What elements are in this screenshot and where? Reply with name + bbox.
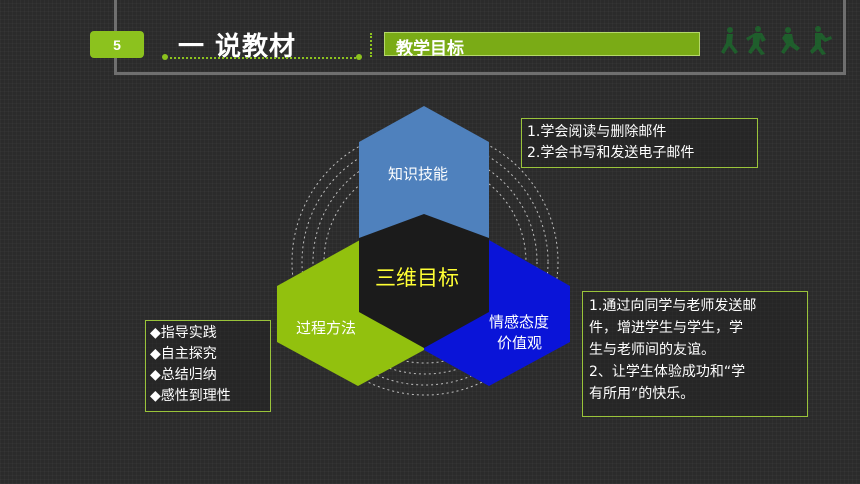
frame-horizontal [114, 72, 846, 75]
subtitle-divider [370, 33, 372, 57]
slide-number-badge: 5 [90, 31, 144, 58]
process-goal-item: ◆感性到理性 [150, 388, 231, 404]
knowledge-goals-box: 1.学会阅读与删除邮件 2.学会书写和发送电子邮件 [521, 118, 758, 168]
orbit-ring [301, 138, 549, 386]
center-hexagon [359, 214, 489, 348]
title-underline [165, 57, 360, 59]
emotion-goal-line: 有所用”的快乐。 [589, 386, 695, 402]
emotion-goal-line: 生与老师间的友谊。 [589, 342, 715, 358]
process-goals-box: ◆指导实践 ◆自主探究 ◆总结归纳 ◆感性到理性 [145, 320, 271, 412]
subsection-banner [384, 32, 700, 56]
frame-vertical-right [843, 0, 846, 74]
process-goal-item: ◆指导实践 [150, 325, 217, 341]
knowledge-goal-item: 2.学会书写和发送电子邮件 [527, 145, 695, 161]
emotion-hexagon-label-line1: 情感态度 [489, 313, 550, 331]
emotion-hexagon-label-line2: 价值观 [497, 334, 543, 352]
emotion-goal-line: 件，增进学生与学生，学 [589, 320, 743, 336]
process-goal-item: ◆自主探究 [150, 346, 217, 362]
underline-dot-left [162, 54, 168, 60]
process-hexagon-label: 过程方法 [296, 319, 357, 337]
emotion-goals-box: 1.通过向同学与老师发送邮 件，增进学生与学生，学 生与老师间的友谊。 2、让学… [582, 291, 808, 417]
emotion-goal-line: 1.通过向同学与老师发送邮 [589, 298, 757, 314]
underline-dot-right [356, 54, 362, 60]
subsection-label: 教学目标 [396, 39, 464, 59]
process-goal-item: ◆总结归纳 [150, 367, 217, 383]
center-label: 三维目标 [375, 266, 459, 290]
knowledge-hexagon-label: 知识技能 [388, 165, 449, 183]
runner-figures-icon [721, 26, 832, 55]
orbit-ring [312, 149, 538, 375]
knowledge-goal-item: 1.学会阅读与删除邮件 [527, 124, 667, 140]
emotion-goal-line: 2、让学生体验成功和“学 [589, 364, 746, 380]
